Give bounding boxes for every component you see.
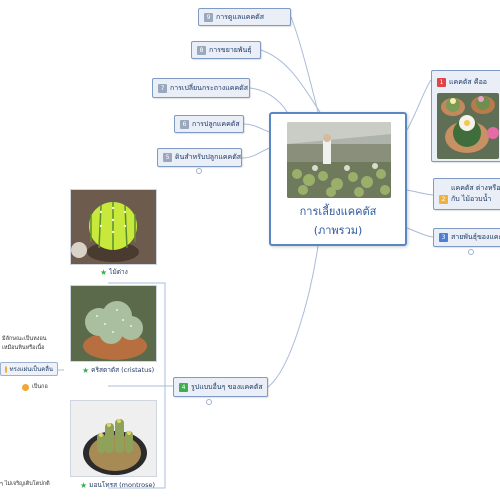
star-icon: ★ <box>100 267 108 277</box>
card-caption: ★ มอนโทรส (montrose) <box>80 480 156 490</box>
topic-label: การเปลี่ยนกระถางแคคตัส <box>170 83 248 92</box>
topic-node-3[interactable]: 3 สายพันธุ์ของแคคต <box>433 228 500 247</box>
connector-card-3 <box>108 386 166 489</box>
cristatus-cactus-photo <box>71 286 156 361</box>
star-icon: ★ <box>82 365 90 375</box>
topic-label: สายพันธุ์ของแคคต <box>451 233 500 241</box>
side-note-wave[interactable]: ทรงแผ่นเป็นคลื่น <box>0 362 58 376</box>
cristatus-cactus-card[interactable] <box>70 285 157 362</box>
greenhouse-photo <box>287 122 391 198</box>
central-title-line-2: (ภาพรวม) <box>313 224 363 237</box>
topic-node-7[interactable]: 7 การเปลี่ยนกระถางแคคตัส <box>152 78 250 98</box>
topic-label-line-2: กับ ไม้อวบน้ำ <box>451 195 492 203</box>
montrose-cactus-card[interactable] <box>70 400 157 477</box>
topic-label: การดูแลแคคตัส <box>216 12 264 21</box>
topic-label: แคคตัส คืออ <box>449 78 488 86</box>
connector-topic-5 <box>241 147 271 159</box>
topic-number-badge: 8 <box>197 45 206 55</box>
star-icon: ★ <box>80 480 88 490</box>
connector-topic-4 <box>267 245 319 388</box>
side-note-crest: มีลักษณะเป็นหงอน เหมือนหินหรือเนื้อ <box>2 336 47 351</box>
topic-label: การขยายพันธุ์ <box>209 45 252 54</box>
topic-number-badge: 2 <box>439 195 448 204</box>
topic-number-badge: 5 <box>163 153 172 162</box>
card-caption: ★ ไม้ด่าง <box>100 267 128 277</box>
topic-label-line-1: แคคตัส ต่างหรือเ <box>451 184 500 192</box>
connector-topic-3 <box>406 227 434 238</box>
topic-node-1[interactable]: 1 แคคตัส คืออ <box>431 70 500 162</box>
topic-node-5[interactable]: 5 ดินสำหรับปลูกแคคตัส <box>157 148 242 167</box>
connector-topic-8 <box>260 49 321 113</box>
topic-node-9[interactable]: 9 การดูแลแคคตัส <box>198 8 291 26</box>
variegated-cactus-photo <box>71 190 156 264</box>
collapse-toggle[interactable] <box>206 399 212 405</box>
connector-topic-1 <box>406 79 432 131</box>
connector-topic-9 <box>290 16 319 113</box>
central-title-line-1: การเลี้ยงแคคตัส <box>299 205 377 218</box>
topic-label: รูปแบบอื่นๆ ของแคคตัส <box>191 382 263 391</box>
topic-number-badge: 9 <box>204 12 213 22</box>
topic-node-2[interactable]: แคคตัส ต่างหรือเ 2 กับ ไม้อวบน้ำ <box>433 178 500 210</box>
topic-label: การปลูกแคคตัส <box>192 119 240 128</box>
central-topic[interactable]: การเลี้ยงแคคตัส (ภาพรวม) <box>269 112 407 246</box>
smile-icon <box>22 383 29 391</box>
card-caption: ★ คริสตาตัส (cristatus) <box>82 365 155 375</box>
topic-label: ดินสำหรับปลูกแคคตัส <box>175 153 242 161</box>
side-note-clump: เป็นกอ <box>22 383 48 391</box>
topic-node-6[interactable]: 6 การปลูกแคคตัส <box>174 115 244 133</box>
topic-number-badge: 3 <box>439 233 448 242</box>
variegated-cactus-card[interactable] <box>70 189 157 265</box>
smile-icon <box>5 365 7 373</box>
topic-number-badge: 4 <box>179 382 188 392</box>
connector-topic-6 <box>243 123 271 133</box>
collapse-toggle[interactable] <box>196 168 202 174</box>
montrose-cactus-photo <box>71 401 156 476</box>
topic-number-badge: 7 <box>158 83 167 93</box>
topic-number-badge: 1 <box>437 78 446 87</box>
topic-node-4[interactable]: 4 รูปแบบอื่นๆ ของแคคตัส <box>173 377 268 397</box>
cactus-collection-photo <box>437 93 499 159</box>
collapse-toggle[interactable] <box>468 249 474 255</box>
side-note-montrose: ๆ ไม่เจริญเติบโตปกติ <box>0 481 50 487</box>
topic-node-8[interactable]: 8 การขยายพันธุ์ <box>191 41 261 59</box>
connector-card-1 <box>108 282 173 387</box>
topic-number-badge: 6 <box>180 119 189 129</box>
connector-topic-2 <box>406 189 434 196</box>
